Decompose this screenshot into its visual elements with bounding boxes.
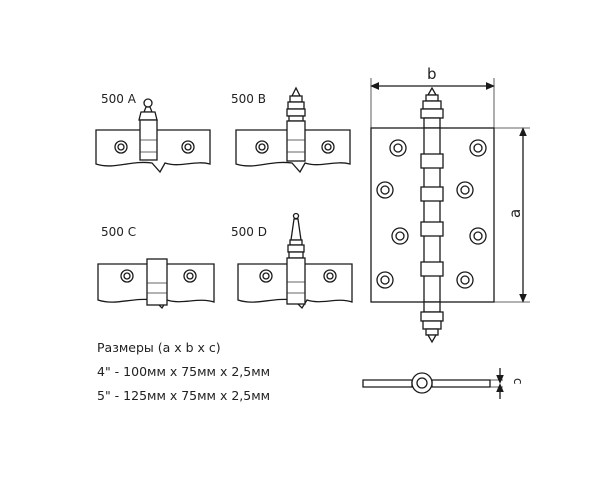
finial-ball xyxy=(143,98,153,108)
specs-line-2: 5" - 125мм x 75мм x 2,5мм xyxy=(97,388,271,403)
label-500a: 500 A xyxy=(101,92,137,106)
finial-tier xyxy=(286,108,306,117)
finial-tier xyxy=(287,244,305,253)
dimension-c-label: c xyxy=(511,378,525,385)
screw-hole xyxy=(181,140,195,154)
finial-tier xyxy=(289,95,303,103)
screw-hole xyxy=(114,140,128,154)
finial-cap xyxy=(138,111,158,121)
hinge-knuckle xyxy=(146,258,168,306)
finial-tier xyxy=(288,115,304,122)
screw-hole xyxy=(120,269,134,283)
hinge-front-view: b xyxy=(370,65,530,344)
finial-tier xyxy=(288,251,304,259)
hinge-side-view: c xyxy=(362,368,525,399)
label-500b: 500 B xyxy=(231,92,266,106)
finial-tip xyxy=(290,86,302,97)
finial-ball xyxy=(292,212,300,220)
hinge-500c: 500 C xyxy=(97,225,215,310)
label-500d: 500 D xyxy=(231,225,267,239)
specs-title: Размеры (a x b x c) xyxy=(97,340,221,355)
label-500c: 500 C xyxy=(101,225,136,239)
finial-neck xyxy=(143,106,153,113)
screw-hole xyxy=(183,269,197,283)
finial-tier xyxy=(287,101,305,110)
hinge-knuckle xyxy=(286,257,306,305)
hinge-500b: 500 B xyxy=(231,86,351,174)
dimension-b-label: b xyxy=(427,65,437,83)
specs-line-1: 4" - 100мм x 75мм x 2,5мм xyxy=(97,364,271,379)
hinge-500a: 500 A xyxy=(95,92,211,174)
screw-hole xyxy=(255,140,269,154)
finial-tip xyxy=(426,86,438,96)
finial-tier xyxy=(289,239,303,246)
hinge-knuckle-section xyxy=(411,372,433,394)
screw-hole xyxy=(321,140,335,154)
screw-hole xyxy=(323,269,337,283)
screw-holes-large xyxy=(376,139,487,289)
dimension-a-label: a xyxy=(506,209,524,218)
finial-spire xyxy=(290,218,302,241)
hinge-500d: 500 D xyxy=(231,212,353,310)
hinge-knuckle xyxy=(286,120,306,162)
screw-hole xyxy=(259,269,273,283)
